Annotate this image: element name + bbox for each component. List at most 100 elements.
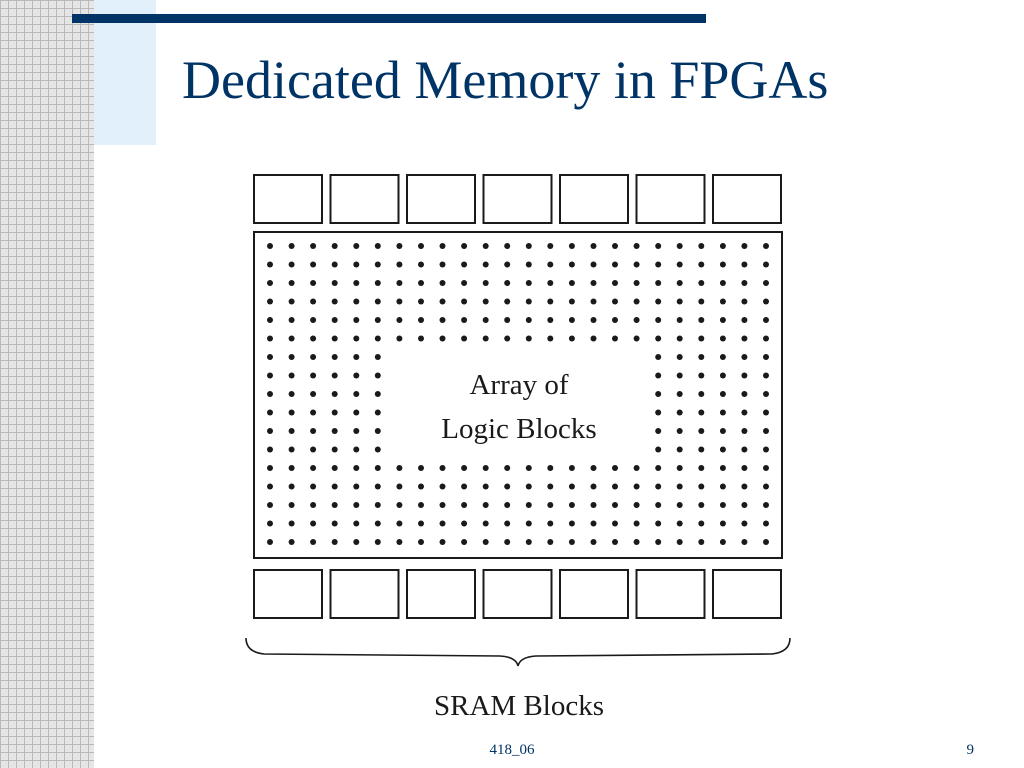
logic-block-dot	[267, 539, 273, 545]
logic-block-dot	[763, 372, 769, 379]
logic-block-dot	[698, 261, 705, 268]
logic-block-dot	[568, 261, 575, 268]
logic-block-dot	[763, 502, 769, 508]
logic-block-dot	[698, 280, 705, 286]
logic-block-dot	[763, 409, 769, 416]
logic-block-dot	[612, 520, 618, 527]
logic-block-dot	[547, 280, 554, 286]
logic-block-dot	[418, 335, 424, 342]
sram-block	[329, 569, 400, 619]
sram-block	[482, 569, 553, 619]
logic-block-dot	[698, 372, 705, 379]
logic-block-dot	[331, 298, 338, 305]
logic-block-dot	[698, 391, 705, 397]
logic-block-dot	[331, 465, 338, 471]
logic-block-dot	[310, 446, 317, 453]
logic-block-dot	[374, 391, 381, 397]
logic-block-dot	[439, 483, 446, 490]
logic-block-dot	[374, 372, 381, 379]
logic-block-dot	[676, 539, 683, 545]
logic-block-dot	[418, 280, 424, 286]
logic-block-dot	[719, 317, 726, 323]
logic-block-dot	[331, 372, 338, 379]
logic-block-dot	[719, 465, 726, 471]
logic-block-dot	[439, 335, 446, 342]
logic-block-dot	[612, 280, 618, 286]
logic-block-dot	[331, 483, 338, 490]
logic-block-dot	[633, 261, 640, 268]
logic-block-dot	[525, 298, 532, 305]
logic-block-dot	[655, 409, 662, 416]
logic-block-dot	[568, 539, 575, 545]
array-label-line1: Array of	[469, 369, 568, 401]
logic-block-dot	[353, 354, 360, 360]
logic-block-dot	[461, 483, 468, 490]
logic-block-dot	[439, 243, 446, 249]
logic-block-dot	[741, 372, 748, 379]
logic-block-dot	[374, 280, 381, 286]
logic-block-dot	[547, 539, 554, 545]
logic-block-dot	[331, 354, 338, 360]
logic-block-dot	[504, 465, 511, 471]
sram-label: SRAM Blocks	[434, 690, 604, 722]
logic-block-dot	[504, 539, 511, 545]
logic-block-dot	[310, 298, 317, 305]
logic-block-dot	[655, 428, 662, 434]
logic-block-dot	[655, 298, 662, 305]
array-label-line2: Logic Blocks	[441, 413, 596, 445]
sram-block	[635, 174, 706, 224]
logic-block-dot	[374, 261, 381, 268]
logic-block-dot	[418, 298, 424, 305]
logic-block-dot	[698, 243, 705, 249]
logic-array-frame	[253, 231, 783, 559]
logic-block-dot	[504, 502, 511, 508]
logic-block-dot	[547, 483, 554, 490]
logic-block-dot	[461, 465, 468, 471]
logic-block-dot	[310, 428, 317, 434]
logic-block-dot	[310, 409, 317, 416]
logic-block-dot	[461, 298, 468, 305]
logic-block-dot	[331, 428, 338, 434]
logic-block-dot	[655, 335, 662, 342]
logic-block-dot	[763, 317, 769, 323]
logic-block-dot	[310, 372, 317, 379]
logic-block-dot	[719, 446, 726, 453]
logic-block-dot	[547, 520, 554, 527]
logic-block-dot	[547, 335, 554, 342]
logic-block-dot	[374, 409, 381, 416]
logic-block-dot	[568, 483, 575, 490]
logic-block-dot	[763, 261, 769, 268]
logic-block-dot	[525, 317, 532, 323]
logic-block-dot	[633, 539, 640, 545]
logic-block-dot	[288, 502, 295, 508]
logic-block-dot	[396, 335, 403, 342]
logic-block-dot	[504, 483, 511, 490]
logic-block-dot	[374, 465, 381, 471]
logic-block-dot	[331, 261, 338, 268]
logic-block-dot	[288, 280, 295, 286]
logic-block-dot	[763, 428, 769, 434]
logic-block-dot	[590, 261, 597, 268]
logic-block-dot	[612, 317, 618, 323]
sram-brace	[245, 637, 791, 667]
logic-block-dot	[267, 280, 273, 286]
logic-block-dot	[741, 428, 748, 434]
logic-block-dot	[633, 465, 640, 471]
logic-block-dot	[310, 261, 317, 268]
logic-block-dot	[719, 280, 726, 286]
logic-block-dot	[676, 372, 683, 379]
logic-block-dot	[288, 354, 295, 360]
logic-block-dot	[698, 298, 705, 305]
logic-block-dot	[267, 520, 273, 527]
logic-block-dot	[331, 243, 338, 249]
logic-block-dot	[633, 335, 640, 342]
logic-block-dot	[741, 483, 748, 490]
logic-block-dot	[525, 483, 532, 490]
logic-block-dot	[547, 465, 554, 471]
logic-block-dot	[331, 317, 338, 323]
logic-block-dot	[698, 409, 705, 416]
logic-block-dot	[676, 261, 683, 268]
logic-block-dot	[525, 465, 532, 471]
logic-block-dot	[461, 335, 468, 342]
